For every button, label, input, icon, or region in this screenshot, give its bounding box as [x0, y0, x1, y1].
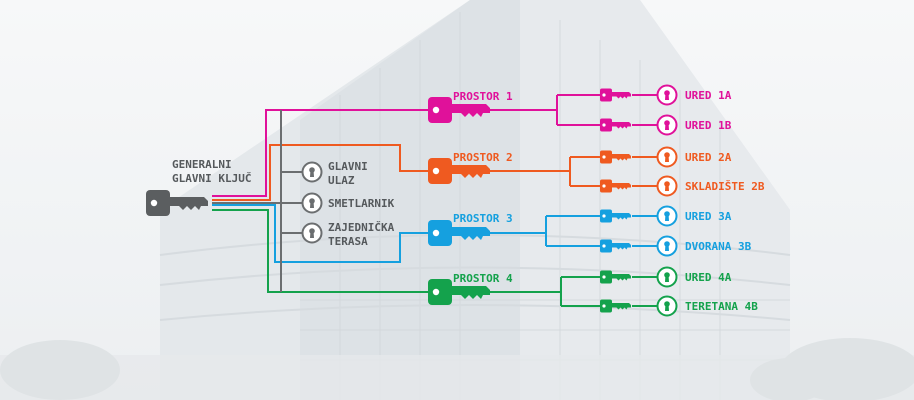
zone-label: PROSTOR 3	[453, 212, 513, 225]
master-key-icon	[146, 190, 208, 216]
room-label: DVORANA 3B	[685, 240, 752, 253]
connector-line-prostor-2	[212, 144, 430, 201]
zone-key-icon	[428, 279, 490, 305]
lock-icon	[656, 84, 678, 106]
lock-icon	[656, 114, 678, 136]
connector-line-prostor-1	[212, 109, 430, 197]
room-key-icon	[600, 150, 631, 164]
common-area-label: TERASA	[328, 235, 368, 248]
room-key-icon	[600, 179, 631, 193]
zone-label: PROSTOR 4	[453, 272, 513, 285]
common-area-label: GLAVNI	[328, 160, 368, 173]
lock-icon	[656, 235, 678, 257]
lock-icon	[656, 295, 678, 317]
common-area-label: ZAJEDNIČKA	[328, 221, 395, 234]
room-label: URED 1B	[685, 119, 732, 132]
room-key-icon	[600, 299, 631, 313]
room-label: TERETANA 4B	[685, 300, 758, 313]
zone-label: PROSTOR 2	[453, 151, 513, 164]
room-key-icon	[600, 209, 631, 223]
lock-icon	[656, 175, 678, 197]
room-label: URED 4A	[685, 271, 732, 284]
master-key-label: GLAVNI KLJUČ	[172, 172, 252, 185]
room-key-icon	[600, 118, 631, 132]
zone-label: PROSTOR 1	[453, 90, 513, 103]
room-key-icon	[600, 239, 631, 253]
room-label: URED 1A	[685, 89, 732, 102]
common-area-label: ULAZ	[328, 174, 355, 187]
common-area-label: SMETLARNIK	[328, 197, 395, 210]
master-key-label: GENERALNI	[172, 158, 232, 171]
room-key-icon	[600, 270, 631, 284]
zone-key-icon	[428, 97, 490, 123]
zone-key-icon	[428, 158, 490, 184]
connector-line-prostor-3	[212, 204, 430, 263]
lock-icon	[656, 266, 678, 288]
zone-key-icon	[428, 220, 490, 246]
room-label: SKLADIŠTE 2B	[685, 180, 765, 193]
lock-icon	[301, 161, 323, 183]
lock-icon	[656, 146, 678, 168]
room-label: URED 2A	[685, 151, 732, 164]
lock-icon	[301, 222, 323, 244]
lock-icon	[301, 192, 323, 214]
room-label: URED 3A	[685, 210, 732, 223]
lock-icon	[656, 205, 678, 227]
connector-line-prostor-4	[212, 209, 430, 293]
room-key-icon	[600, 88, 631, 102]
